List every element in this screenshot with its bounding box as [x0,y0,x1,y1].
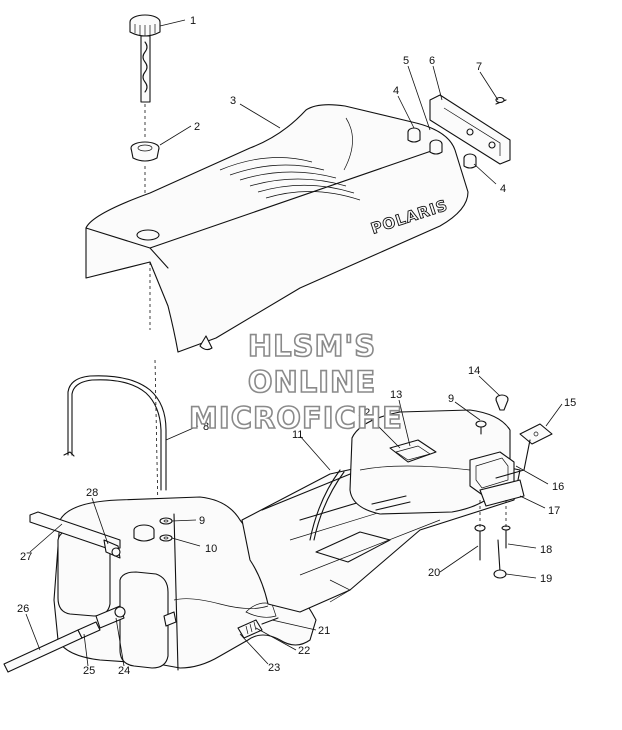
grommet-part [130,141,160,162]
callout-26: 26 [17,603,29,615]
callout-22: 22 [298,645,310,657]
watermark: HLSM'S ONLINE MICROFICHE [188,328,403,436]
callout-20: 20 [428,567,440,579]
callout-27: 27 [20,551,32,563]
callout-15: 15 [564,397,576,409]
callout-19: 19 [540,573,552,585]
breather-hose-part [309,469,411,541]
callout-9-left: 9 [199,515,205,527]
callout-16: 16 [552,481,564,493]
callout-4-lower: 4 [500,183,506,195]
spacer-parts [407,127,477,169]
assembly-axis-line [144,104,159,513]
callout-17: 17 [548,505,560,517]
washer-parts [159,517,173,542]
callout-18: 18 [540,544,552,556]
seat-screw-part [495,96,507,105]
callout-4-upper: 4 [393,85,399,97]
callout-25: 25 [83,665,95,677]
callout-3: 3 [230,95,236,107]
callout-1: 1 [190,15,196,27]
callout-6: 6 [429,55,435,67]
callout-12: 12 [358,407,370,419]
watermark-line-2: ONLINE [248,365,376,399]
callout-24: 24 [118,665,130,677]
callout-9-right: 9 [448,393,454,405]
bolt-part [493,539,507,579]
callout-10: 10 [205,543,217,555]
callout-5: 5 [403,55,409,67]
vent-hose-part [63,375,167,491]
callout-21: 21 [318,625,330,637]
callout-8: 8 [203,421,209,433]
callout-7: 7 [476,61,482,73]
watermark-line-3: MICROFICHE [189,401,403,435]
callout-14: 14 [468,365,480,377]
callout-13: 13 [390,389,402,401]
callout-28: 28 [86,487,98,499]
seat-bracket-part [429,94,511,165]
taillight-part [469,451,525,507]
leader-lines [25,19,563,667]
callout-2: 2 [194,121,200,133]
watermark-line-1: HLSM'S [248,329,376,363]
fuel-filter-part [237,617,279,639]
fuel-cap-part [129,14,161,103]
fuel-line-part [3,605,126,673]
callout-23: 23 [268,662,280,674]
license-bracket-part [495,423,553,479]
seat-part: POLARIS [85,104,469,353]
rivet-part [475,420,487,435]
clip-part [495,394,509,411]
tank-strap-part [29,511,121,551]
fuel-fitting-part [103,539,121,559]
callout-labels: 1 2 3 4 4 5 6 7 8 9 9 10 11 12 13 14 15 … [17,15,576,677]
screw-part [474,524,511,561]
hardware-axis-lines [479,500,507,528]
callout-11: 11 [292,429,303,441]
